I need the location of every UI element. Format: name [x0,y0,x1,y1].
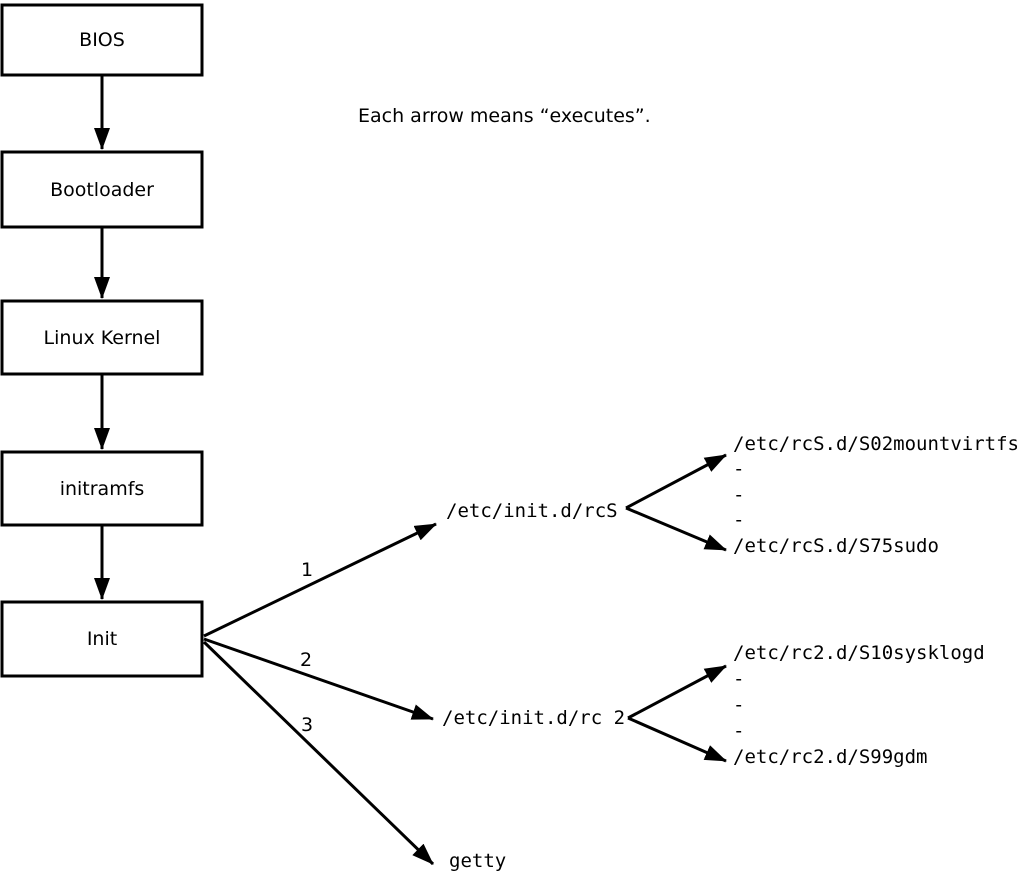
init-label: Init [87,628,117,650]
rcs-script-branch: /etc/rcS.d/S02mountvirtfs - - - /etc/rcS… [625,433,1019,557]
arrow-rcs-to-s75 [625,506,727,552]
rc2-script-branch: /etc/rc2.d/S10sysklogd - - - /etc/rc2.d/… [627,642,985,768]
arrow-init-to-rc2 [203,637,434,721]
rc2-script-line: /etc/rc2.d/S10sysklogd [733,642,985,664]
init-fanout: 1 /etc/init.d/rcS 2 /etc/init.d/rc 2 3 g… [202,500,625,872]
rcs-script-line: - [733,458,744,480]
rcs-script-line: - [733,509,744,531]
init-box [0,600,204,678]
note-text: Each arrow means “executes”. [358,105,651,127]
rcs-script-line: /etc/rcS.d/S75sudo [733,535,939,557]
bios-box [0,3,204,77]
linux-kernel-label: Linux Kernel [44,327,161,349]
bootloader-label: Bootloader [50,179,154,201]
rc2-script-line: - [733,694,744,716]
rc2-target-label: /etc/init.d/rc 2 [442,707,625,729]
bios-label: BIOS [79,29,125,51]
initramfs-label: initramfs [60,478,145,500]
bootloader-box [0,150,204,229]
rc2-script-line: - [733,720,744,742]
rcs-script-line: /etc/rcS.d/S02mountvirtfs [733,433,1019,455]
arrow-rc2-to-s99 [627,716,727,763]
rcs-script-line: - [733,484,744,506]
arrow-init-to-rcs [203,522,437,638]
rc2-script-line: - [733,668,744,690]
rcs-target-label: /etc/init.d/rcS [446,500,618,522]
branch-number-2: 2 [300,649,312,671]
boot-chain: BIOS Bootloader Linux Kernel initramfs I… [0,3,204,678]
branch-number-1: 1 [301,559,313,581]
branch-number-3: 3 [301,714,313,736]
arrow-rcs-to-s02 [625,453,727,510]
getty-target-label: getty [449,850,506,872]
arrow-rc2-to-s10 [627,664,727,720]
rc2-script-line: /etc/rc2.d/S99gdm [733,746,927,768]
arrow-init-to-getty [202,640,435,866]
linux-kernel-box [0,299,204,376]
